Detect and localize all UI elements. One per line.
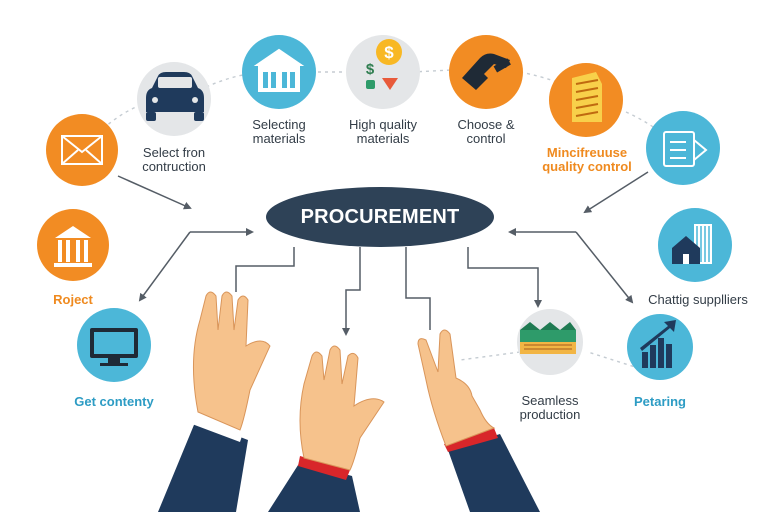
bank-icon — [54, 226, 92, 267]
arrow-envelope — [117, 175, 192, 210]
arrow-checklist — [583, 171, 649, 214]
node-seamless-production[interactable] — [517, 309, 583, 375]
arrow-hub-right-hand — [405, 247, 431, 330]
arrows — [117, 171, 649, 336]
dollar-coins-icon: $ $ — [366, 39, 402, 90]
factory-icon — [520, 322, 576, 354]
arrow-hub-seamless — [467, 247, 542, 308]
arrow-roject — [138, 231, 191, 302]
arrow-chatting — [575, 231, 634, 304]
node-get-content[interactable] — [77, 308, 151, 382]
monitor-icon — [90, 328, 138, 366]
node-checklist[interactable] — [646, 111, 720, 185]
envelope-icon — [61, 135, 103, 165]
node-high-quality[interactable]: $ $ — [346, 35, 420, 109]
growth-chart-icon — [640, 320, 676, 368]
right-hand-arm — [417, 329, 540, 512]
car-icon — [146, 72, 204, 121]
node-petaring[interactable] — [627, 314, 693, 380]
label-get-content: Get contenty — [74, 394, 154, 409]
warehouse-icon — [672, 224, 712, 264]
building-icon — [572, 72, 602, 122]
label-chatting-suppliers: Chattig supplliers — [648, 292, 748, 307]
arrow-hub-left-hand — [235, 247, 295, 292]
label-petaring: Petaring — [633, 394, 686, 409]
arrow-hub-mid — [342, 247, 361, 336]
bank-building-icon — [253, 48, 305, 92]
svg-text:$: $ — [384, 43, 394, 62]
left-hand-arm — [158, 291, 271, 512]
middle-hand-arm — [268, 345, 385, 512]
handshake-icon — [462, 53, 511, 90]
svg-text:$: $ — [366, 61, 375, 78]
label-roject: Roject — [53, 292, 93, 307]
raised-hands — [158, 291, 540, 512]
node-choose-control[interactable] — [449, 35, 523, 109]
procurement-hub[interactable]: PROCUREMENT — [266, 187, 494, 247]
label-choose-control: Choose &control — [457, 117, 515, 146]
node-quality-control[interactable] — [549, 63, 623, 137]
node-vehicle[interactable] — [137, 62, 211, 136]
node-selecting-materials[interactable] — [242, 35, 316, 109]
node-roject[interactable] — [37, 209, 109, 281]
node-chatting-suppliers[interactable] — [658, 208, 732, 282]
checklist-icon — [663, 131, 708, 167]
node-envelope[interactable] — [46, 114, 118, 186]
